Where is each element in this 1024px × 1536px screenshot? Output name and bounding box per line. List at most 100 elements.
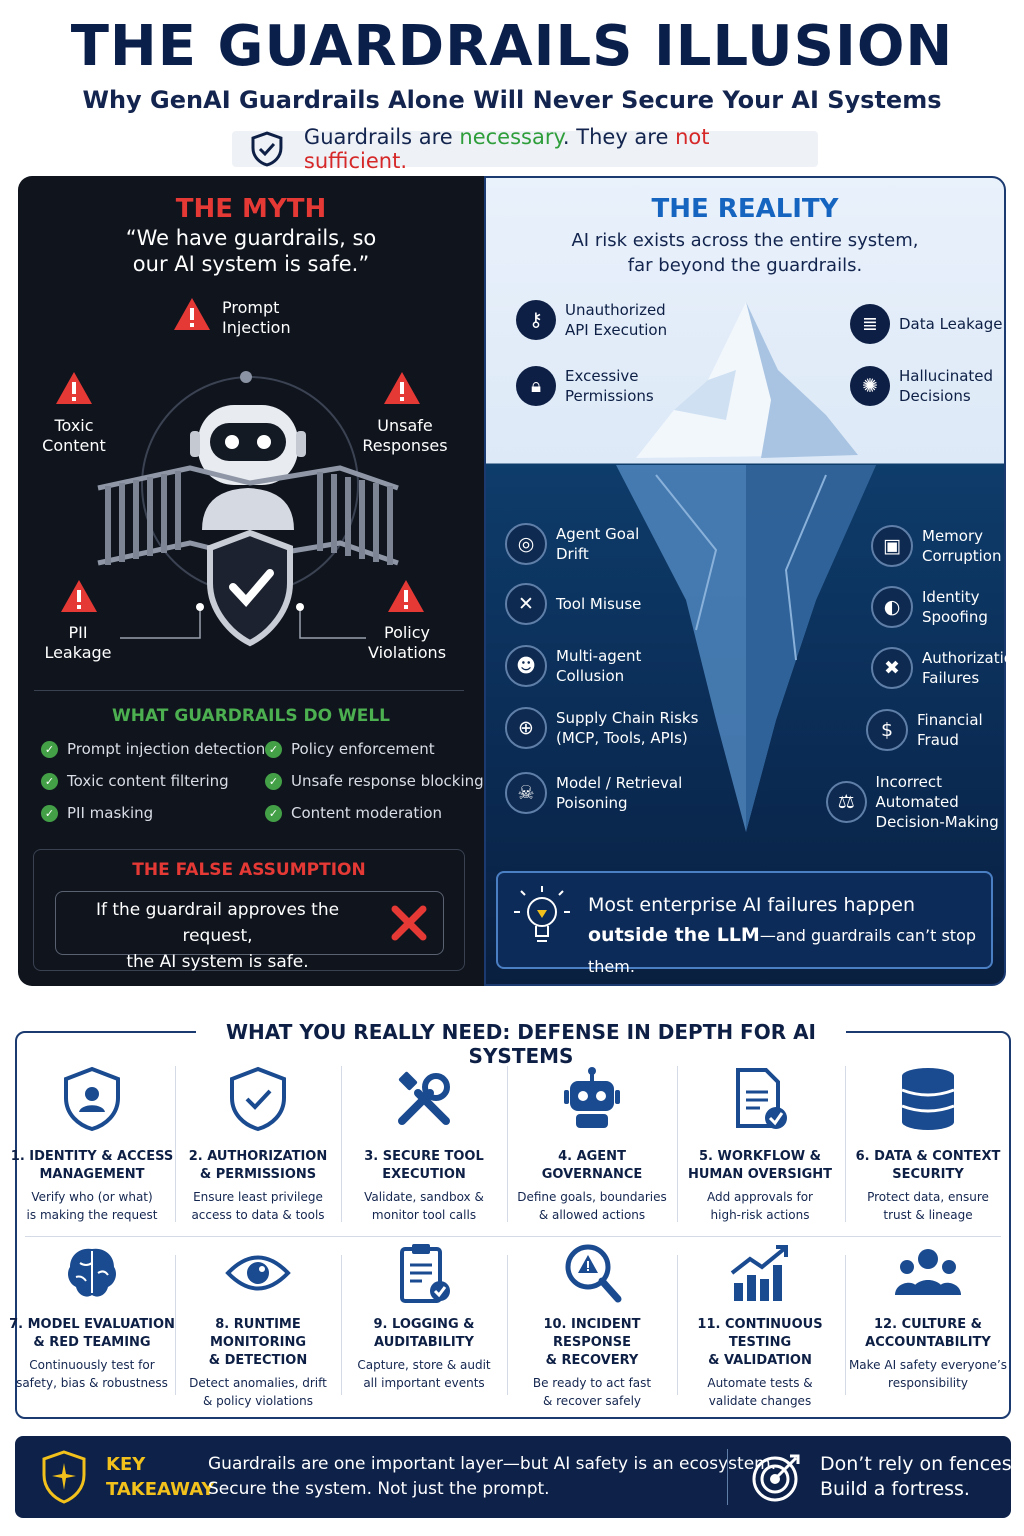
eye-icon <box>225 1255 291 1291</box>
false-assumption-text: If the guardrail approves the request,th… <box>95 900 340 972</box>
myth-quote: “We have guardrails, so our AI system is… <box>125 226 377 276</box>
defense-item-workflow: 5. WORKFLOW &HUMAN OVERSIGHT Add approva… <box>677 1066 843 1224</box>
divider <box>341 1255 342 1395</box>
risk-tool-misuse: ✕ Tool Misuse <box>505 583 641 625</box>
user-shield-icon <box>64 1066 120 1132</box>
defense-title: WHAT YOU REALLY NEED: DEFENSE IN DEPTH F… <box>226 1020 816 1068</box>
mask-icon: ◐ <box>871 586 913 628</box>
shield-star-icon <box>42 1450 86 1504</box>
reality-subtitle: AI risk exists across the entire system,… <box>571 230 919 276</box>
divider <box>341 1066 342 1222</box>
growth-chart-icon <box>730 1245 788 1301</box>
warning-icon <box>61 580 97 612</box>
skull-icon: ☠ <box>505 772 547 814</box>
shield-x-icon: ✖ <box>871 647 913 689</box>
robot-fence-illustration <box>97 371 399 647</box>
do-well-item: ✓Content moderation <box>265 804 442 822</box>
dollar-icon: $ <box>866 709 908 751</box>
insight-text: Most enterprise AI failures happen outsi… <box>588 894 977 976</box>
people-icon <box>895 1249 961 1295</box>
defense-item-logging: 9. LOGGING &AUDITABILITY Capture, store … <box>341 1240 507 1392</box>
check-icon: ✓ <box>41 772 58 790</box>
group-icon: ☻ <box>505 645 547 687</box>
shield-check-icon <box>251 131 283 167</box>
tools-icon <box>398 1071 450 1125</box>
warning-icon <box>174 298 210 330</box>
check-icon: ✓ <box>265 740 282 758</box>
key-message-banner: Guardrails are necessary. They are not s… <box>232 125 818 173</box>
scales-icon: ⚖ <box>826 781 867 823</box>
lightbulb-icon <box>514 886 570 942</box>
brain-icon <box>68 1248 116 1297</box>
divider <box>845 1066 846 1222</box>
key-takeaway-slogan: Don’t rely on fences.Build a fortress. <box>820 1453 1018 1500</box>
page-title: THE GUARDRAILS ILLUSION <box>70 14 954 79</box>
warning-icon <box>56 372 92 404</box>
check-icon: ✓ <box>265 804 282 822</box>
check-icon: ✓ <box>41 804 58 822</box>
x-mark-icon <box>391 905 427 941</box>
defense-item-model-eval: 7. MODEL EVALUATION& RED TEAMING Continu… <box>9 1240 175 1392</box>
brain-icon: ✺ <box>850 366 890 406</box>
warning-icon <box>384 372 420 404</box>
risk-data-leakage: ≣ Data Leakage <box>850 304 1002 344</box>
globe-icon: ⊕ <box>505 707 547 749</box>
section-title-background <box>196 1018 846 1046</box>
divider <box>175 1066 176 1222</box>
key-icon: ⚷ <box>516 300 556 340</box>
page-subtitle: Why GenAI Guardrails Alone Will Never Se… <box>82 86 942 114</box>
do-well-item: ✓Policy enforcement <box>265 740 435 758</box>
defense-item-culture: 12. CULTURE &ACCOUNTABILITY Make AI safe… <box>845 1240 1011 1392</box>
magnifier-alert-icon <box>565 1244 622 1303</box>
database-icon: ≣ <box>850 304 890 344</box>
divider <box>175 1255 176 1395</box>
divider <box>677 1066 678 1222</box>
do-well-item: ✓Toxic content filtering <box>41 772 229 790</box>
false-assumption-box <box>33 849 465 971</box>
do-well-item: ✓PII masking <box>41 804 153 822</box>
warning-icon <box>388 580 424 612</box>
myth-title: THE MYTH <box>175 194 327 224</box>
banner-text: Guardrails are necessary. They are not s… <box>303 125 710 173</box>
clipboard-icon <box>400 1244 450 1303</box>
check-shield-icon <box>230 1066 286 1132</box>
insight-box <box>496 871 993 969</box>
divider <box>727 1449 728 1505</box>
key-takeaway-text: Guardrails are one important layer—but A… <box>208 1454 777 1499</box>
divider <box>677 1255 678 1395</box>
divider <box>507 1255 508 1395</box>
do-well-item: ✓Prompt injection detection <box>41 740 265 758</box>
false-assumption-title: THE FALSE ASSUMPTION <box>132 860 366 880</box>
do-well-item: ✓Unsafe response blocking <box>265 772 484 790</box>
risk-supply-chain: ⊕ Supply Chain Risks(MCP, Tools, APIs) <box>505 707 698 749</box>
document-check-icon <box>736 1068 787 1129</box>
chip-icon: ▣ <box>871 525 913 567</box>
defense-item-incident-response: 10. INCIDENT RESPONSE& RECOVERY Be ready… <box>509 1240 675 1410</box>
lock-icon: 🔒︎ <box>516 366 556 406</box>
robot-icon <box>564 1067 620 1128</box>
divider <box>25 1236 1001 1237</box>
defense-item-continuous-testing: 11. CONTINUOUS TESTING& VALIDATION Autom… <box>677 1240 843 1410</box>
divider <box>845 1255 846 1395</box>
